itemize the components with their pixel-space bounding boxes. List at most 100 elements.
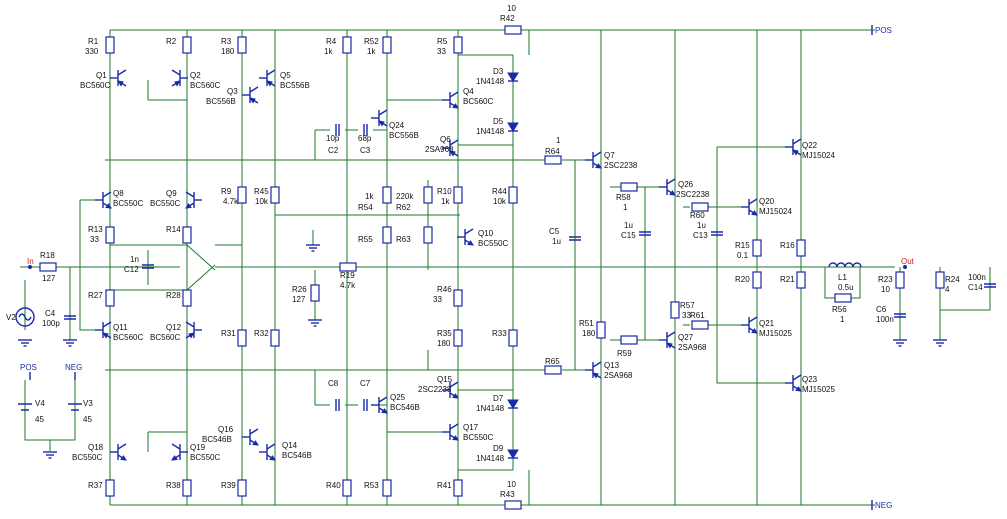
d3-part: 1N4148: [476, 77, 505, 86]
r56-name: R56: [832, 305, 847, 314]
r2-name: R2: [166, 37, 177, 46]
battery-v3: [68, 403, 82, 411]
q12-name: Q12: [166, 323, 182, 332]
v2-name: V2: [6, 313, 16, 322]
q9-name: Q9: [166, 189, 177, 198]
d7-part: 1N4148: [476, 404, 505, 413]
d5-part: 1N4148: [476, 127, 505, 136]
q12-part: BC560C: [150, 333, 180, 342]
r5-value: 33: [437, 47, 446, 56]
r27-name: R27: [88, 291, 103, 300]
r10-name: R10: [437, 187, 452, 196]
c15-name: C15: [621, 231, 636, 240]
q23-part: MJ15025: [802, 385, 835, 394]
neg-source-label: NEG: [65, 363, 82, 372]
r46-value: 33: [433, 295, 442, 304]
q3-part: BC556B: [206, 97, 236, 106]
r64-value: 1: [556, 136, 561, 145]
inductor-coil: [828, 262, 862, 268]
q15-part: 2SC2238: [418, 385, 452, 394]
r23-value: 10: [881, 285, 890, 294]
r1-value: 330: [85, 47, 99, 56]
battery-v4: [18, 403, 32, 411]
q3-name: Q3: [227, 87, 238, 96]
r24-value: 4: [945, 285, 950, 294]
q4-part: BC560C: [463, 97, 493, 106]
r16-name: R16: [780, 241, 795, 250]
r46-name: R46: [437, 285, 452, 294]
r20-name: R20: [735, 275, 750, 284]
q16-name: Q16: [218, 425, 234, 434]
q17-part: BC550C: [463, 433, 493, 442]
q6-name: Q6: [440, 135, 451, 144]
q17-name: Q17: [463, 423, 479, 432]
r26-name: R26: [292, 285, 307, 294]
v3-value: 45: [83, 415, 92, 424]
q11-part: BC560C: [113, 333, 143, 342]
r43-name: R43: [500, 490, 515, 499]
q10-part: BC550C: [478, 239, 508, 248]
q26-name: Q26: [678, 180, 694, 189]
pos-source-label: POS: [20, 363, 37, 372]
q18-part: BC550C: [72, 453, 102, 462]
r15-value: 0.1: [737, 251, 749, 260]
q13-part: 2SA968: [604, 371, 633, 380]
c7-name: C7: [360, 379, 371, 388]
transistor-symbols: [94, 69, 802, 461]
v4-value: 45: [35, 415, 44, 424]
r52-value: 1k: [367, 47, 376, 56]
r51-name: R51: [579, 319, 594, 328]
v3-name: V3: [83, 399, 93, 408]
r56-value: 1: [840, 315, 845, 324]
c13-name: C13: [693, 231, 708, 240]
r24-name: R24: [945, 275, 960, 284]
signal-source-v2: [15, 307, 35, 327]
r9-value: 4.7k: [223, 197, 239, 206]
r5-name: R5: [437, 37, 448, 46]
q1-part: BC560C: [80, 81, 110, 90]
c5-value: 1u: [552, 237, 561, 246]
q21-name: Q21: [759, 319, 775, 328]
r35-name: R35: [437, 329, 452, 338]
r33-name: R33: [492, 329, 507, 338]
r60-name: R60: [690, 211, 705, 220]
capacitor-symbols: [64, 124, 996, 411]
q22-part: MJ15024: [802, 151, 835, 160]
r53-name: R53: [364, 481, 379, 490]
r57-name: R57: [680, 301, 695, 310]
r58-value: 1: [623, 203, 628, 212]
l1-name: L1: [838, 273, 847, 282]
q20-part: MJ15024: [759, 207, 792, 216]
r18-name: R18: [40, 251, 55, 260]
r32-name: R32: [254, 329, 269, 338]
r51-value: 180: [582, 329, 596, 338]
q8-name: Q8: [113, 189, 124, 198]
r19-name: R19: [340, 271, 355, 280]
q24-part: BC556B: [389, 131, 419, 140]
q22-name: Q22: [802, 141, 818, 150]
r62-value: 220k: [396, 192, 414, 201]
c2-value: 10p: [326, 134, 340, 143]
q11-name: Q11: [113, 323, 128, 332]
r41-name: R41: [437, 481, 452, 490]
r26-value: 127: [292, 295, 306, 304]
r42-value: 10: [507, 4, 516, 13]
r44-value: 10k: [493, 197, 507, 206]
r57-value: 33: [682, 311, 691, 320]
r3-name: R3: [221, 37, 232, 46]
r54-name: R54: [358, 203, 373, 212]
r42-name: R42: [500, 14, 515, 23]
q7-name: Q7: [604, 151, 615, 160]
q20-name: Q20: [759, 197, 775, 206]
q19-part: BC550C: [190, 453, 220, 462]
c6-name: C6: [876, 305, 887, 314]
q9-part: BC550C: [150, 199, 180, 208]
r45-name: R45: [254, 187, 269, 196]
r19-value: 4.7k: [340, 281, 356, 290]
c8-name: C8: [328, 379, 339, 388]
q26-part: 2SC2238: [676, 190, 710, 199]
c3-name: C3: [360, 146, 371, 155]
c3-value: 68p: [358, 134, 372, 143]
r35-value: 180: [437, 339, 451, 348]
